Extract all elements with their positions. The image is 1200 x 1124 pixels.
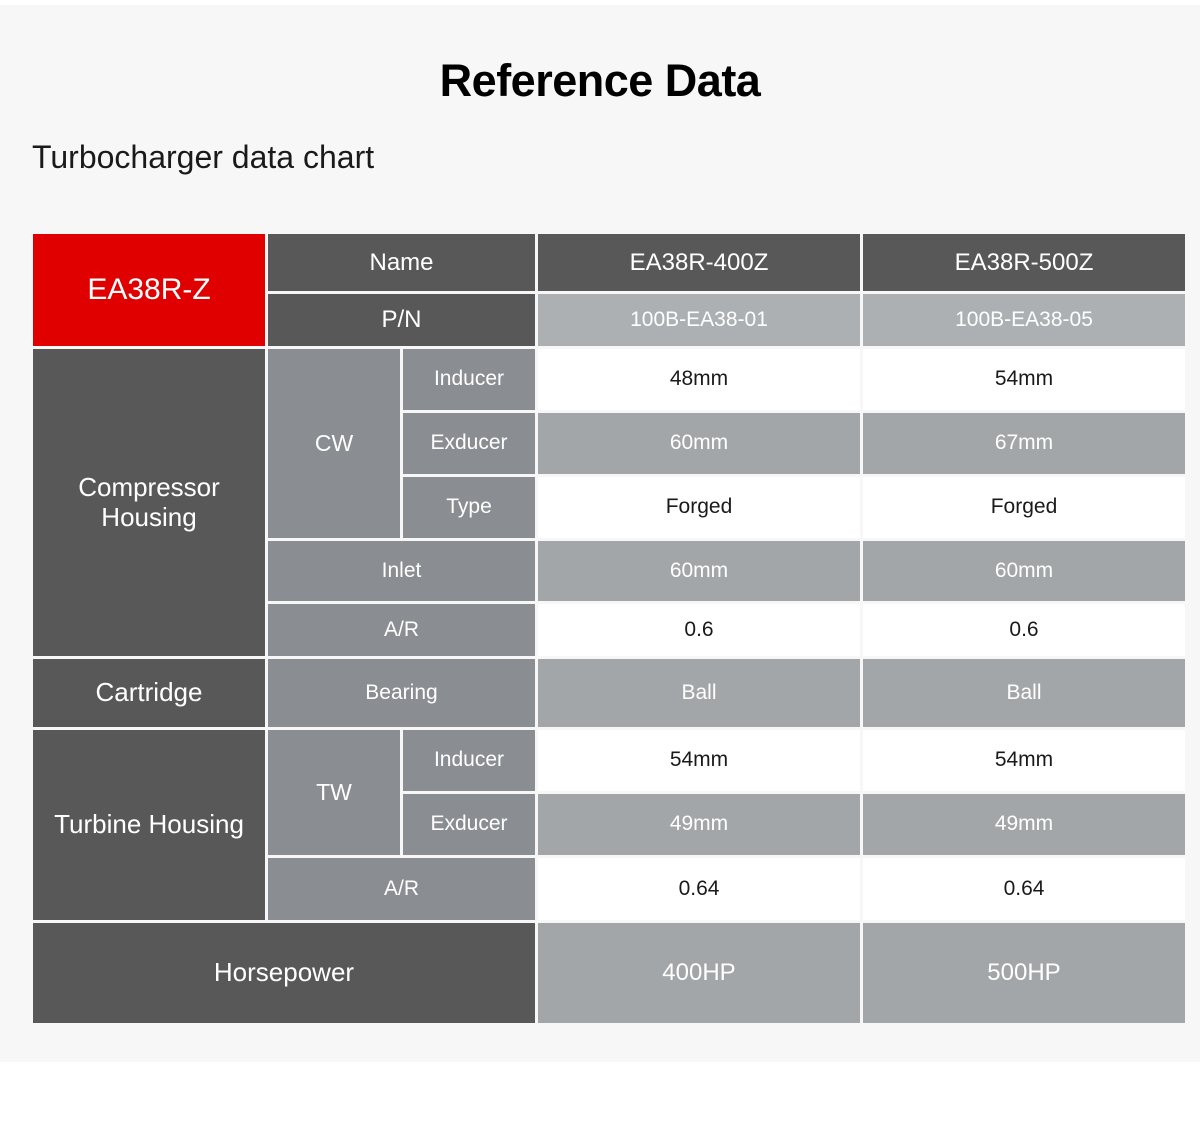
table-row: Type Forged Forged bbox=[33, 477, 1185, 538]
bearing-value-2: Ball bbox=[863, 659, 1185, 727]
row-label-inlet: Inlet bbox=[268, 541, 535, 601]
page-title: Reference Data bbox=[439, 55, 761, 106]
brand-badge: EA38R-Z bbox=[33, 234, 265, 346]
table-row: Compressor Housing CW Inducer 48mm 54mm bbox=[33, 349, 1185, 656]
row-label-bearing: Bearing bbox=[268, 659, 535, 727]
cw-type-value-1: Forged bbox=[538, 477, 860, 538]
compressor-ar-value-1: 0.6 bbox=[538, 604, 860, 656]
tw-exducer-value-2: 49mm bbox=[863, 794, 1185, 855]
tw-inducer-value-1: 54mm bbox=[538, 730, 860, 791]
table-row: P/N 100B-EA38-01 100B-EA38-05 bbox=[33, 294, 1185, 346]
compressor-ar-value-2: 0.6 bbox=[863, 604, 1185, 656]
table-row: Horsepower 400HP 500HP bbox=[33, 923, 1185, 1023]
table-row: EA38R-Z Name EA38R-400Z EA38R-500Z bbox=[33, 234, 1185, 346]
model-1-pn: 100B-EA38-01 bbox=[538, 294, 860, 346]
inlet-value-2: 60mm bbox=[863, 541, 1185, 601]
group-label-cartridge: Cartridge bbox=[33, 659, 265, 727]
horsepower-value-2: 500HP bbox=[863, 923, 1185, 1023]
row-label-tw-exducer: Exducer bbox=[403, 794, 535, 855]
subgroup-label-cw: CW bbox=[268, 349, 400, 538]
row-label-name: Name bbox=[268, 234, 535, 291]
turbocharger-spec-table: EA38R-Z Name EA38R-400Z EA38R-500Z P/N 1… bbox=[30, 231, 1188, 1026]
table-row: Exducer 60mm 67mm bbox=[33, 413, 1185, 474]
turbine-ar-value-2: 0.64 bbox=[863, 858, 1185, 920]
table-row: A/R 0.64 0.64 bbox=[33, 858, 1185, 920]
row-label-cw-inducer: Inducer bbox=[403, 349, 535, 410]
row-label-pn: P/N bbox=[268, 294, 535, 346]
inlet-value-1: 60mm bbox=[538, 541, 860, 601]
cw-type-value-2: Forged bbox=[863, 477, 1185, 538]
page-subtitle: Turbocharger data chart bbox=[32, 139, 375, 175]
tw-inducer-value-2: 54mm bbox=[863, 730, 1185, 791]
table-row: Exducer 49mm 49mm bbox=[33, 794, 1185, 855]
cw-exducer-value-2: 67mm bbox=[863, 413, 1185, 474]
horsepower-value-1: 400HP bbox=[538, 923, 860, 1023]
row-label-cw-exducer: Exducer bbox=[403, 413, 535, 474]
row-label-turbine-ar: A/R bbox=[268, 858, 535, 920]
table-row: Inlet 60mm 60mm bbox=[33, 541, 1185, 601]
cw-inducer-value-2: 54mm bbox=[863, 349, 1185, 410]
row-label-tw-inducer: Inducer bbox=[403, 730, 535, 791]
table-row: Turbine Housing TW Inducer 54mm 54mm bbox=[33, 730, 1185, 920]
tw-exducer-value-1: 49mm bbox=[538, 794, 860, 855]
group-label-turbine-housing: Turbine Housing bbox=[33, 730, 265, 920]
table-row: Cartridge Bearing Ball Ball bbox=[33, 659, 1185, 727]
model-2-pn: 100B-EA38-05 bbox=[863, 294, 1185, 346]
turbine-ar-value-1: 0.64 bbox=[538, 858, 860, 920]
table-row: A/R 0.6 0.6 bbox=[33, 604, 1185, 656]
cw-inducer-value-1: 48mm bbox=[538, 349, 860, 410]
bearing-value-1: Ball bbox=[538, 659, 860, 727]
group-label-compressor-housing: Compressor Housing bbox=[33, 349, 265, 656]
row-label-cw-type: Type bbox=[403, 477, 535, 538]
subgroup-label-tw: TW bbox=[268, 730, 400, 855]
model-2-name: EA38R-500Z bbox=[863, 234, 1185, 291]
row-label-compressor-ar: A/R bbox=[268, 604, 535, 656]
cw-exducer-value-1: 60mm bbox=[538, 413, 860, 474]
reference-data-panel: Reference Data Turbocharger data chart E… bbox=[0, 5, 1200, 1062]
model-1-name: EA38R-400Z bbox=[538, 234, 860, 291]
row-label-horsepower: Horsepower bbox=[33, 923, 535, 1023]
